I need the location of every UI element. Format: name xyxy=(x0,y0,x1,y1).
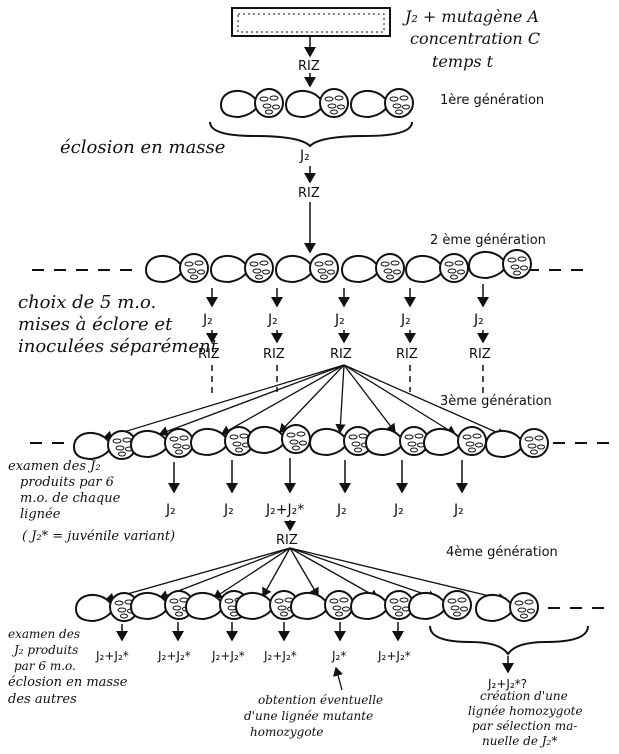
egg-mass xyxy=(406,254,468,282)
j2-label: J₂ xyxy=(267,312,278,328)
gen3-down-arrows xyxy=(174,458,462,492)
riz-label: RIZ xyxy=(469,347,491,362)
egg-mass xyxy=(476,593,538,621)
j2-label: J₂ xyxy=(473,312,484,328)
note-right-4: nuelle de J₂* xyxy=(482,734,557,748)
egg-mass xyxy=(286,89,348,117)
j2-mixed-label: J₂+J₂* xyxy=(157,649,191,663)
j2-label: J₂ xyxy=(336,502,347,518)
riz-label: RIZ xyxy=(396,347,418,362)
j2-label: J₂ xyxy=(202,312,213,328)
riz-label: RIZ xyxy=(298,186,320,201)
brace xyxy=(210,122,412,146)
riz-label: RIZ xyxy=(263,347,285,362)
mass-hatch-label: éclosion en masse xyxy=(60,137,225,158)
egg-mass xyxy=(351,591,413,619)
exam4-line-5: des autres xyxy=(8,692,77,707)
j2-mixed-label: J₂+J₂* xyxy=(377,649,411,663)
column-5: J₂ RIZ xyxy=(469,284,491,398)
egg-mass xyxy=(191,427,253,455)
egg-mass xyxy=(74,431,136,459)
j2-label: J₂ xyxy=(299,148,310,164)
egg-mass xyxy=(276,254,338,282)
choice-line-3: inoculées séparément xyxy=(18,336,219,357)
j2-label: J₂ xyxy=(400,312,411,328)
egg-mass xyxy=(486,429,548,457)
exam4-line-4: éclosion en masse xyxy=(8,675,128,690)
j2-label: J₂ xyxy=(453,502,464,518)
input-line-2: concentration C xyxy=(410,29,540,48)
riz-label: RIZ xyxy=(198,347,220,362)
egg-mass xyxy=(366,427,428,455)
egg-mass xyxy=(221,89,283,117)
j2-mixed-label: J₂+J₂* xyxy=(95,649,129,663)
note-right-2: lignée homozygote xyxy=(468,704,583,718)
exam4-line-2: J₂ produits xyxy=(11,643,78,657)
choice-line-2: mises à éclore et xyxy=(18,314,173,335)
column-2: J₂ RIZ xyxy=(263,288,285,392)
exam3-line-4: lignée xyxy=(20,507,61,522)
riz-label: RIZ xyxy=(298,59,320,74)
egg-mass xyxy=(469,250,531,278)
choice-line-1: choix de 5 m.o. xyxy=(18,292,156,313)
egg-mass xyxy=(342,254,404,282)
generation-3-label: 3ème génération xyxy=(440,394,552,409)
j2-mixed-label: J₂+J₂* xyxy=(211,649,245,663)
egg-mass xyxy=(76,593,138,621)
variant-legend: ( J₂* = juvénile variant) xyxy=(22,529,175,544)
egg-mass xyxy=(131,591,193,619)
input-line-3: temps t xyxy=(432,52,494,71)
exam4-line-1: examen des xyxy=(8,627,80,641)
brace xyxy=(430,626,588,654)
input-line-1: J₂ + mutagène A xyxy=(402,7,539,26)
exam3-line-3: m.o. de chaque xyxy=(20,491,121,506)
egg-mass xyxy=(409,591,471,619)
riz-label: RIZ xyxy=(276,533,298,548)
egg-mass xyxy=(211,254,273,282)
j2-star-label: J₂* xyxy=(331,649,346,663)
note-right-1: création d'une xyxy=(480,689,568,703)
egg-mass xyxy=(291,591,353,619)
note-mid-2: d'une lignée mutante xyxy=(244,709,373,723)
mutagen-tray xyxy=(232,8,390,36)
j2-label: J₂ xyxy=(165,502,176,518)
note-mid-3: homozygote xyxy=(250,725,324,739)
note-mid-1: obtention éventuelle xyxy=(258,693,383,707)
generation-4-label: 4ème génération xyxy=(446,545,558,560)
column-3: J₂ RIZ xyxy=(330,288,352,362)
arrow xyxy=(336,668,342,690)
egg-mass xyxy=(248,425,310,453)
j2-label: J₂ xyxy=(393,502,404,518)
egg-mass xyxy=(310,427,372,455)
riz-label: RIZ xyxy=(330,347,352,362)
column-4: J₂ RIZ xyxy=(396,288,418,392)
exam3-line-2: produits par 6 xyxy=(20,475,114,490)
j2-label: J₂ xyxy=(334,312,345,328)
exam4-line-3: par 6 m.o. xyxy=(14,659,76,673)
exam3-line-1: examen des J₂ xyxy=(8,459,101,474)
j2-mixed-label: J₂+J₂* xyxy=(265,502,304,518)
generation-1-label: 1ère génération xyxy=(440,93,544,108)
egg-mass xyxy=(351,89,413,117)
j2-mixed-label: J₂+J₂* xyxy=(263,649,297,663)
gen4-down-arrows xyxy=(122,622,398,640)
egg-mass xyxy=(424,427,486,455)
egg-mass xyxy=(146,254,208,282)
generation-2-label: 2 ème génération xyxy=(430,233,546,248)
note-right-3: par sélection ma- xyxy=(472,719,577,733)
j2-label: J₂ xyxy=(223,502,234,518)
egg-mass xyxy=(236,591,298,619)
